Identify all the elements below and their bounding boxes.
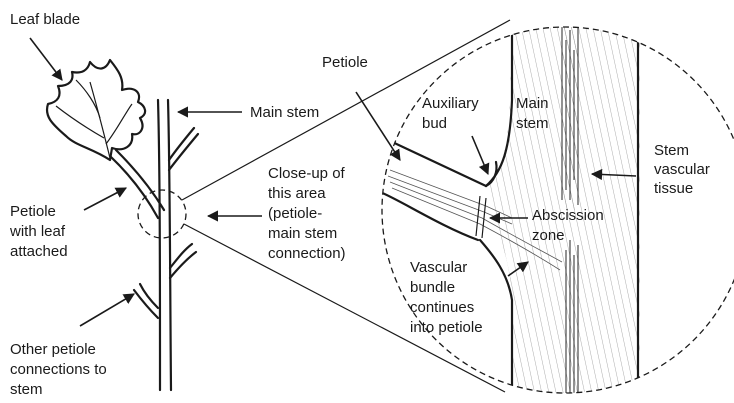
arrow-icon <box>356 92 400 160</box>
svg-text:Abscission: Abscission <box>532 207 604 224</box>
svg-text:(petiole-: (petiole- <box>268 205 322 222</box>
svg-text:tissue: tissue <box>654 180 693 197</box>
svg-text:continues: continues <box>410 299 474 316</box>
svg-text:vascular: vascular <box>654 161 710 178</box>
svg-text:bundle: bundle <box>410 279 455 296</box>
svg-text:into petiole: into petiole <box>410 319 483 336</box>
svg-text:attached: attached <box>10 243 68 260</box>
svg-text:stem: stem <box>516 115 549 132</box>
svg-text:stem: stem <box>10 381 43 398</box>
arrow-icon <box>84 188 126 210</box>
label-petiole-zoom: Petiole <box>322 54 368 71</box>
svg-text:Stem: Stem <box>654 142 689 159</box>
svg-text:Close-up of: Close-up of <box>268 165 346 182</box>
svg-text:bud: bud <box>422 115 447 132</box>
svg-text:Auxiliary: Auxiliary <box>422 95 479 112</box>
svg-text:Main: Main <box>516 95 549 112</box>
label-stem-vascular-tissue: Stem vascular tissue <box>654 142 710 197</box>
svg-text:Vascular: Vascular <box>410 259 467 276</box>
svg-text:Other petiole: Other petiole <box>10 341 96 358</box>
label-auxiliary-bud: Auxiliary bud <box>422 95 479 132</box>
leaf-illustration <box>47 60 145 160</box>
arrow-icon <box>472 136 488 174</box>
svg-text:this area: this area <box>268 185 326 202</box>
svg-text:connections to: connections to <box>10 361 107 378</box>
magnifier-circle-content <box>380 0 640 398</box>
label-closeup: Close-up of this area (petiole- main ste… <box>268 165 346 262</box>
arrow-icon <box>30 38 62 80</box>
svg-text:zone: zone <box>532 227 565 244</box>
label-main-stem-left: Main stem <box>250 104 319 121</box>
svg-text:with leaf: with leaf <box>9 223 66 240</box>
label-leaf-blade: Leaf blade <box>10 11 80 28</box>
closeup-area-circle <box>138 190 186 238</box>
svg-text:main stem: main stem <box>268 225 337 242</box>
label-other-petiole: Other petiole connections to stem <box>10 341 107 398</box>
arrow-icon <box>80 294 134 326</box>
label-petiole-with-leaf: Petiole with leaf attached <box>9 203 68 260</box>
svg-text:Petiole: Petiole <box>10 203 56 220</box>
label-vascular-bundle: Vascular bundle continues into petiole <box>410 259 483 336</box>
svg-text:connection): connection) <box>268 245 346 262</box>
main-stem-plant <box>110 100 198 390</box>
